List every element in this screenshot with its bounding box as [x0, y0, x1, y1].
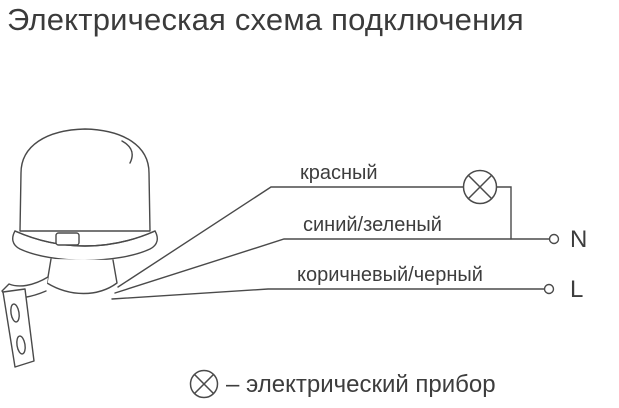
- legend-text: – электрический прибор: [226, 371, 496, 398]
- wire-label-brown-black: коричневый/черный: [297, 264, 483, 286]
- terminal-n-point: [548, 233, 560, 245]
- wire-label-red: красный: [300, 162, 378, 184]
- legend: – электрический прибор: [189, 369, 496, 399]
- electric-device-cross: [467, 174, 493, 200]
- wire-blue-green: [114, 238, 550, 294]
- device-slot: [55, 232, 80, 246]
- device-top-notch: [121, 140, 133, 164]
- wire-red: [117, 186, 464, 288]
- photocell-device: [1, 128, 158, 368]
- terminal-l-point: [543, 283, 555, 295]
- bracket-hole-bottom: [16, 335, 26, 355]
- bracket-hole-top: [10, 303, 20, 323]
- bracket-plate: [2, 288, 35, 368]
- wire-brown-black: [111, 288, 545, 300]
- lamp-drop-wire: [496, 186, 512, 240]
- terminal-l-label: L: [570, 276, 583, 303]
- page-title: Электрическая схема подключения: [7, 2, 524, 37]
- electric-device-icon: [462, 169, 498, 205]
- legend-device-cross: [193, 373, 215, 395]
- wire-label-blue-green: синий/зеленый: [303, 214, 442, 236]
- legend-device-icon: [189, 369, 219, 399]
- device-rim-line: [14, 230, 156, 247]
- device-body: [19, 128, 151, 232]
- wires: [111, 186, 550, 300]
- device-neck: [46, 258, 118, 295]
- terminal-n-label: N: [570, 226, 587, 253]
